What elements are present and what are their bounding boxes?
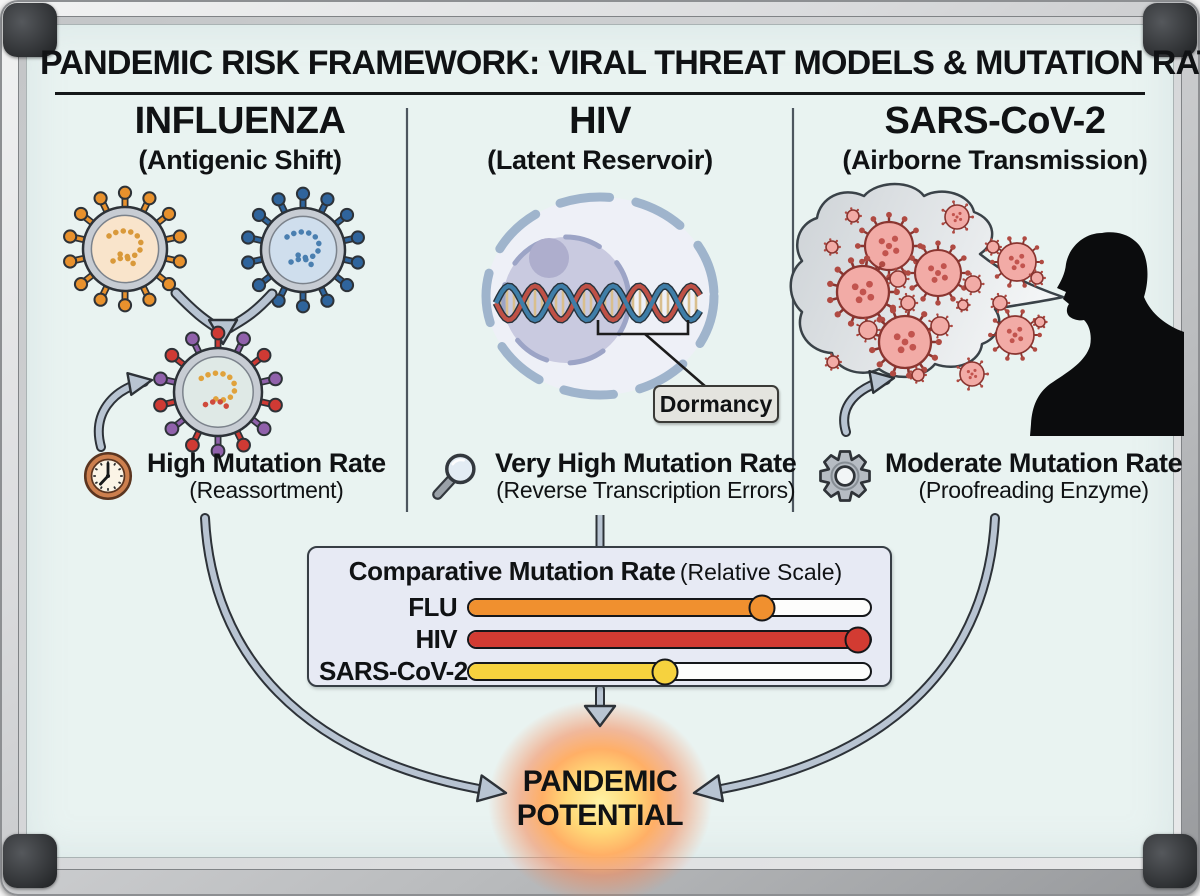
slider-fill [469, 632, 858, 647]
slider-fill [469, 664, 666, 679]
outcome-line2: POTENTIAL [516, 798, 684, 832]
rate-mechanism: (Reassortment) [189, 477, 344, 504]
slider-label: SARS-CoV-2 [319, 656, 468, 686]
slider-track [467, 594, 872, 621]
column-title: INFLUENZA [134, 100, 346, 142]
column-title: SARS-CoV-2 [884, 100, 1106, 142]
comparison-title: Comparative Mutation Rate (Relative Scal… [319, 556, 872, 587]
frame-corner-cap [1143, 3, 1197, 57]
hiv-rate-row: Very High Mutation Rate (Reverse Transcr… [430, 448, 797, 504]
outcome-line1: PANDEMIC [522, 765, 678, 798]
pandemic-glow [488, 700, 712, 896]
slider-knob [748, 594, 776, 621]
dormancy-callout: Dormancy [653, 385, 779, 423]
rate-label: High Mutation Rate [147, 448, 386, 478]
frame-corner-cap [1143, 834, 1197, 888]
title-underline [55, 92, 1145, 95]
pandemic-potential-label: PANDEMIC POTENTIAL [470, 765, 730, 833]
column-header-sars: SARS-CoV-2 (Airborne Transmission) [800, 100, 1190, 175]
rate-label: Very High Mutation Rate [495, 448, 797, 478]
rate-mechanism: (Proofreading Enzyme) [918, 477, 1150, 504]
slider-track [467, 658, 872, 685]
mutation-slider-row-hiv: HIV [319, 624, 872, 655]
column-subtitle: (Latent Reservoir) [487, 144, 713, 175]
clock-icon [83, 451, 133, 501]
mutation-slider-row-flu: FLU [319, 592, 872, 623]
rate-label: Moderate Mutation Rate [885, 448, 1183, 478]
column-subtitle: (Airborne Transmission) [842, 144, 1148, 175]
slider-knob [844, 626, 872, 653]
column-header-influenza: INFLUENZA (Antigenic Shift) [70, 100, 410, 175]
frame-corner-cap [3, 3, 57, 57]
slider-knob [651, 658, 679, 685]
column-title: HIV [569, 100, 631, 142]
comparison-title-sub: (Relative Scale) [679, 559, 843, 585]
page-title: PANDEMIC RISK FRAMEWORK: VIRAL THREAT MO… [40, 44, 1200, 82]
magnifying-glass-icon [432, 453, 476, 500]
mutation-slider-row-sars: SARS-CoV-2 [319, 656, 872, 687]
influenza-rate-row: High Mutation Rate (Reassortment) [82, 448, 386, 504]
comparison-panel: Comparative Mutation Rate (Relative Scal… [307, 546, 892, 687]
column-header-hiv: HIV (Latent Reservoir) [430, 100, 770, 175]
slider-track [467, 626, 872, 653]
column-subtitle: (Antigenic Shift) [138, 144, 342, 175]
gear-icon [819, 450, 871, 502]
slider-label: HIV [415, 624, 457, 654]
comparison-title-main: Comparative Mutation Rate [348, 556, 676, 586]
frame-corner-cap [3, 834, 57, 888]
sars-rate-row: Moderate Mutation Rate (Proofreading Enz… [818, 448, 1183, 504]
slider-label: FLU [408, 592, 457, 622]
rate-mechanism: (Reverse Transcription Errors) [496, 477, 796, 504]
slider-fill [469, 600, 762, 615]
